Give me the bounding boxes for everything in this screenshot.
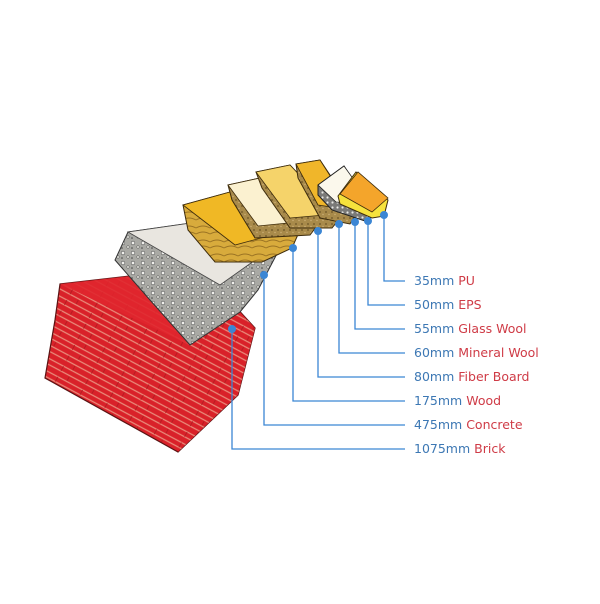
- dot-concrete: [260, 271, 268, 279]
- dot-fiber-board: [314, 227, 322, 235]
- leader-dots: [228, 211, 388, 333]
- pu-slab: [337, 171, 389, 219]
- dot-pu: [380, 211, 388, 219]
- leader-lines: [231, 215, 405, 450]
- material-name: Fiber Board: [458, 369, 530, 384]
- thickness-value: 50mm: [414, 297, 455, 312]
- layer-label-fiber-board: 80mm Fiber Board: [414, 370, 529, 384]
- layer-label-brick: 1075mm Brick: [414, 442, 505, 456]
- thickness-value: 175mm: [414, 393, 463, 408]
- material-name: Brick: [474, 441, 506, 456]
- leader-pu: [383, 215, 405, 282]
- leader-concrete: [263, 275, 405, 426]
- dot-glass-wool: [351, 218, 359, 226]
- thickness-value: 1075mm: [414, 441, 471, 456]
- material-name: Mineral Wool: [458, 345, 539, 360]
- material-name: Glass Wool: [458, 321, 527, 336]
- dot-wood: [289, 244, 297, 252]
- thickness-value: 475mm: [414, 417, 463, 432]
- leader-brick: [231, 329, 405, 450]
- leader-wood: [292, 248, 405, 402]
- layer-label-glass-wool: 55mm Glass Wool: [414, 322, 526, 336]
- dot-eps: [364, 217, 372, 225]
- thickness-value: 60mm: [414, 345, 455, 360]
- dot-mineral-wool: [335, 220, 343, 228]
- leader-glass-wool: [354, 222, 405, 330]
- layer-label-concrete: 475mm Concrete: [414, 418, 523, 432]
- layer-label-eps: 50mm EPS: [414, 298, 482, 312]
- leader-mineral-wool: [338, 224, 405, 354]
- dot-brick: [228, 325, 236, 333]
- thickness-value: 80mm: [414, 369, 455, 384]
- thickness-value: 55mm: [414, 321, 455, 336]
- material-name: Concrete: [466, 417, 523, 432]
- layer-label-wood: 175mm Wood: [414, 394, 501, 408]
- material-name: Wood: [466, 393, 502, 408]
- layer-label-pu: 35mm PU: [414, 274, 475, 288]
- layer-label-mineral-wool: 60mm Mineral Wool: [414, 346, 539, 360]
- thickness-value: 35mm: [414, 273, 455, 288]
- material-name: PU: [458, 273, 475, 288]
- material-name: EPS: [458, 297, 482, 312]
- leader-eps: [367, 221, 405, 306]
- leader-fiber-board: [317, 231, 405, 378]
